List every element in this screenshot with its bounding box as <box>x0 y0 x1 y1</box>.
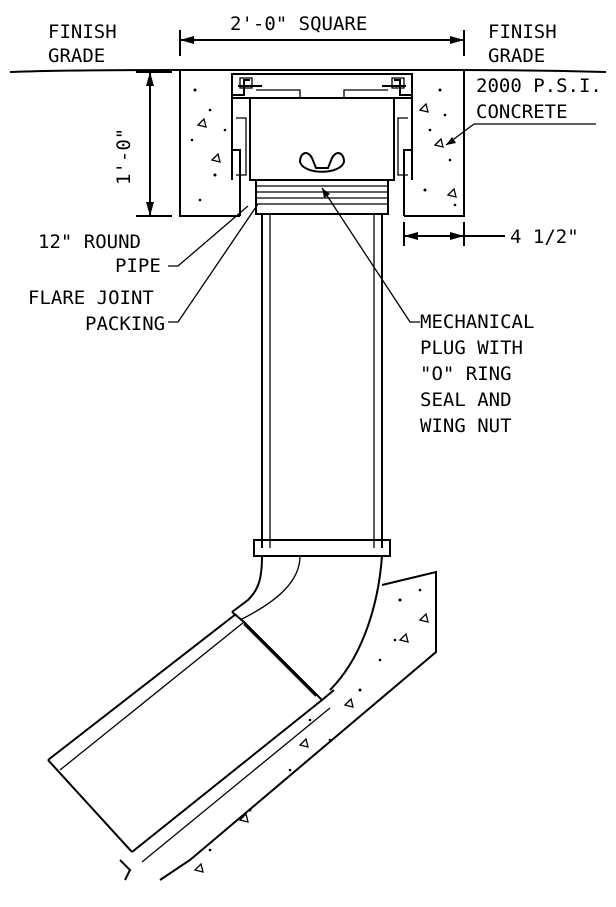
finish-grade-right-line1: FINISH <box>488 21 557 43</box>
lateral-pipe <box>47 613 331 863</box>
finish-grade-left-line2: GRADE <box>48 45 105 67</box>
pipe-label-line1: 12" ROUND <box>38 231 141 253</box>
finish-grade-right-line2: GRADE <box>488 45 545 67</box>
packing-label-line1: FLARE JOINT <box>28 287 154 309</box>
packing-label-line2: PACKING <box>85 313 165 335</box>
packing-leader <box>168 203 259 323</box>
height-dimension <box>136 71 172 217</box>
plug-label-line4: SEAL AND <box>420 389 512 411</box>
lateral-concrete <box>119 570 437 881</box>
cleanout-frame <box>231 73 413 181</box>
pipe-label-line2: PIPE <box>115 255 161 277</box>
wing-nut <box>298 152 346 173</box>
plug-label-line5: WING NUT <box>420 415 512 437</box>
offset-dimension <box>403 222 505 246</box>
concrete-label-line1: 2000 P.S.I. <box>476 75 602 97</box>
width-dim-text: 2'-0" SQUARE <box>230 13 367 35</box>
pipe-leader <box>168 205 249 267</box>
concrete-pad <box>179 70 465 217</box>
width-dimension <box>179 30 465 56</box>
mechanical-plug <box>255 179 389 215</box>
height-dim-text: 1'-0" <box>113 128 135 185</box>
pipe-elbow <box>231 555 383 702</box>
plug-leader <box>321 187 420 323</box>
plug-label-line2: PLUG WITH <box>420 337 523 359</box>
plug-label-line3: "O" RING <box>420 363 512 385</box>
finish-grade-line <box>9 69 607 73</box>
plug-label-line1: MECHANICAL <box>420 311 534 333</box>
finish-grade-left-line1: FINISH <box>48 21 117 43</box>
offset-dim-text: 4 1/2" <box>510 226 579 248</box>
riser-pipe <box>253 214 391 557</box>
concrete-label-line2: CONCRETE <box>476 101 568 123</box>
